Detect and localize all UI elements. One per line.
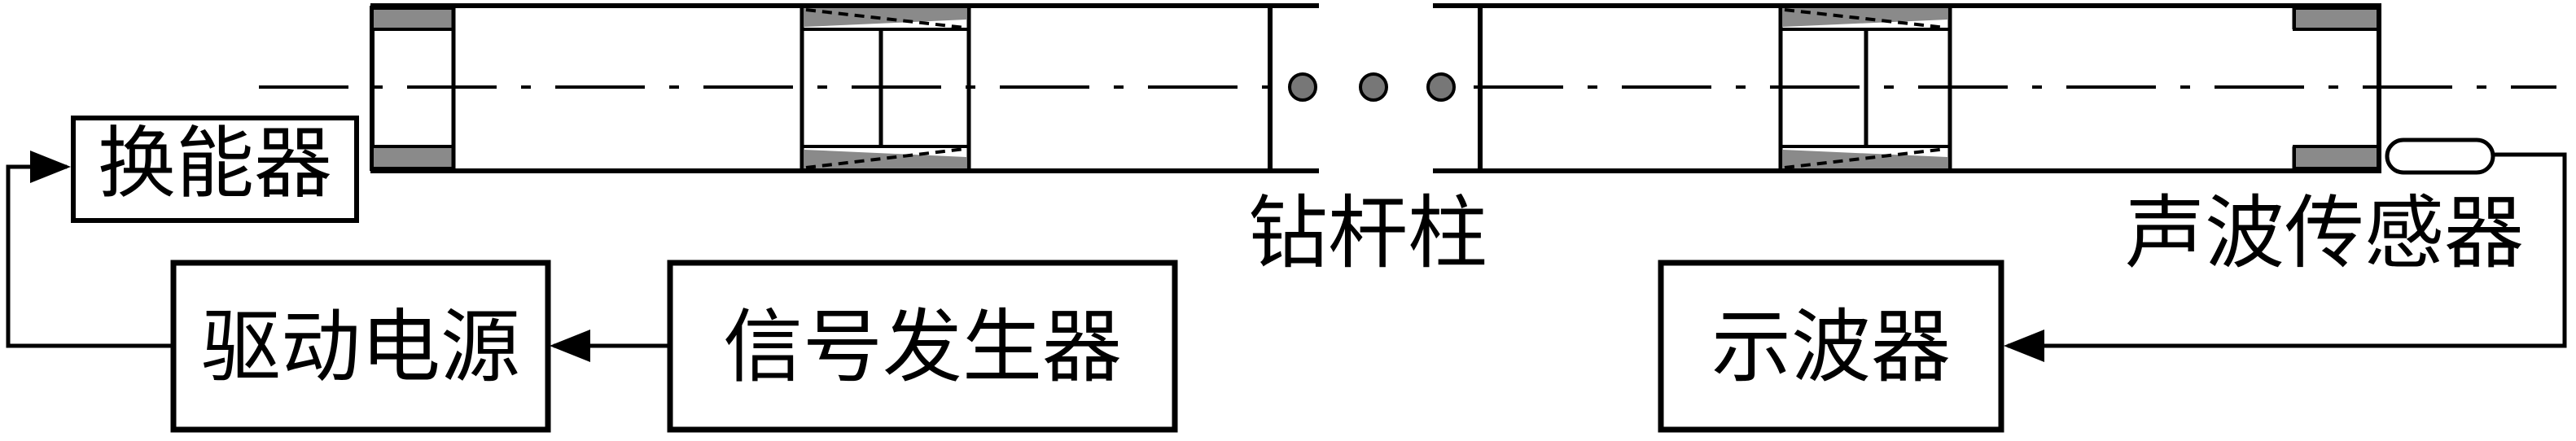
arrow-power-to-transducer xyxy=(6,151,173,348)
drive-power-box xyxy=(170,260,551,433)
left-end-cap-bottom xyxy=(370,145,455,170)
connectors xyxy=(6,151,2567,362)
continuation-dots xyxy=(1288,72,1456,102)
threaded-joint-left xyxy=(800,6,971,171)
right-end-cap-top xyxy=(2293,7,2381,31)
threaded-joint-right xyxy=(1778,6,1952,171)
oscilloscope-label: 示波器 xyxy=(1711,301,1951,394)
left-pipe-section xyxy=(370,3,1319,173)
signal-generator-label: 信号发生器 xyxy=(723,301,1122,394)
transducer-label: 换能器 xyxy=(98,118,332,209)
drill-string-label: 钻杆柱 xyxy=(1248,187,1487,280)
oscilloscope-box xyxy=(1658,260,2004,433)
drive-power-label: 驱动电源 xyxy=(201,301,520,394)
right-pipe-section xyxy=(1433,3,2381,173)
transducer-box xyxy=(71,116,359,223)
acoustic-sensor-label: 声波传感器 xyxy=(2125,187,2524,280)
left-end-cap-top xyxy=(370,7,455,31)
acoustic-sensor-body xyxy=(2385,138,2495,175)
right-end-cap-bottom xyxy=(2293,145,2381,170)
arrow-sensor-to-oscilloscope xyxy=(2004,152,2567,362)
